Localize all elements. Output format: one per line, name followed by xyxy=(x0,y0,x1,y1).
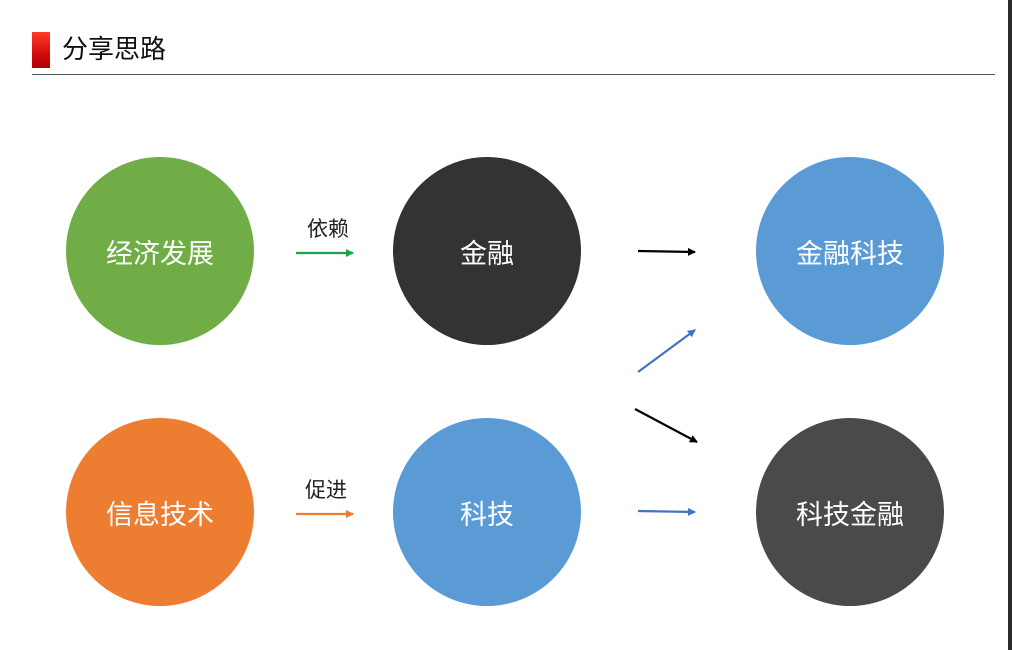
node-information-technology: 信息技术 xyxy=(66,418,254,606)
arrow-tech-to-fintech xyxy=(637,329,696,373)
page-title: 分享思路 xyxy=(62,35,167,65)
edge-label-promotes: 促进 xyxy=(305,478,347,502)
arrow-tech-to-techfinance xyxy=(637,507,696,516)
arrow-finance-to-techfinance xyxy=(634,408,698,443)
node-finance: 金融 xyxy=(393,157,581,345)
right-edge-border xyxy=(1008,0,1012,650)
node-tech-finance: 科技金融 xyxy=(756,418,944,606)
arrow-finance-to-fintech xyxy=(637,247,696,256)
node-technology: 科技 xyxy=(393,418,581,606)
node-economic-development: 经济发展 xyxy=(66,157,254,345)
title-divider xyxy=(32,74,995,75)
node-fintech: 金融科技 xyxy=(756,157,944,345)
edge-label-depends-on: 依赖 xyxy=(307,217,349,241)
title-accent-bar xyxy=(32,32,50,68)
